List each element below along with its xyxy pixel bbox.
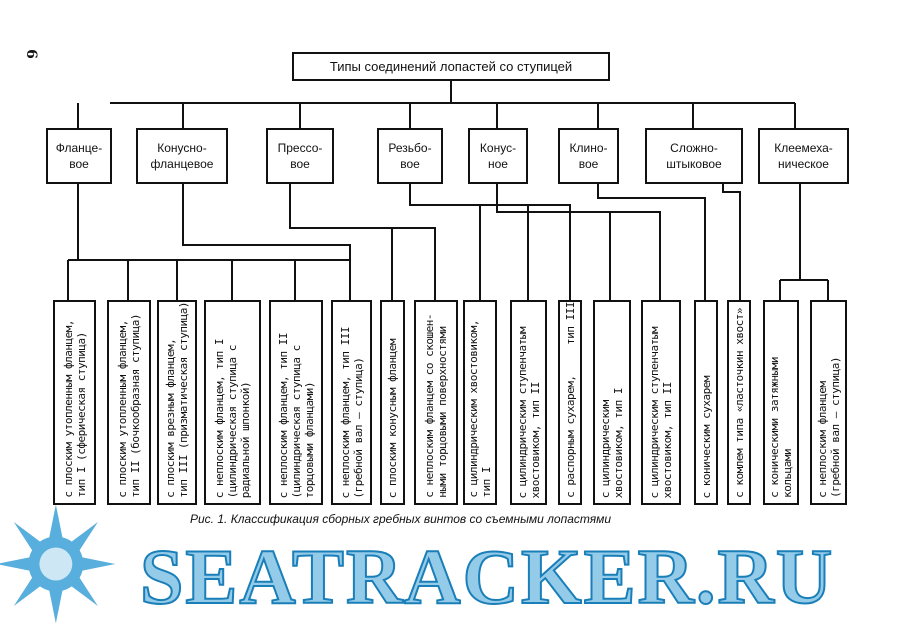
- category-cone-flanged: Конусно- фланцевое: [136, 128, 228, 184]
- subtype-box: с цилиндрическим ступенчатым хвостовиком…: [641, 300, 681, 505]
- subtype-label: с неплоским фланцем, тип I (цилиндрическ…: [213, 338, 252, 498]
- subtype-box: с комлем типа «ласточкин хвост»: [727, 300, 751, 505]
- subtype-box: с цилиндрическим ступенчатым хвостовиком…: [510, 300, 547, 505]
- category-adhesive-mechanical: Клеемеха- ническое: [758, 128, 849, 184]
- subtype-label: с цилиндрическим ступенчатым хвостовиком…: [515, 326, 542, 498]
- subtype-box: с неплоским фланцем, тип II (цилиндричес…: [269, 300, 323, 505]
- category-conical: Конус- ное: [468, 128, 528, 184]
- subtype-label: с плоским врезным фланцем, тип III (приз…: [164, 302, 190, 498]
- subtype-box: с цилиндрическим хвостовиком, тип I: [463, 300, 497, 505]
- watermark-text: SEATRACKER.RU: [139, 533, 835, 620]
- page-number: 6: [22, 49, 39, 59]
- subtype-box: с цилиндрическим хвостовиком, тип I: [593, 300, 631, 505]
- watermark-sun-logo-icon: [0, 504, 116, 624]
- subtype-label: с неплоским фланцем (гребной вал — ступи…: [815, 357, 842, 498]
- subtype-label: с плоским конусным фланцем: [386, 338, 399, 498]
- subtype-box: с неплоским фланцем (гребной вал — ступи…: [810, 300, 847, 505]
- category-press: Прессо- вое: [266, 128, 334, 184]
- subtype-box: с неплоским фланцем, тип I (цилиндрическ…: [204, 300, 261, 505]
- subtype-box: с распорным сухарем, тип III: [558, 300, 582, 505]
- subtype-box: с плоским утопленным фланцем, тип II (бо…: [107, 300, 151, 505]
- subtype-box: с плоским утопленным фланцем, тип I (сфе…: [53, 300, 96, 505]
- subtype-box: с плоским конусным фланцем: [380, 300, 405, 505]
- subtype-label: с цилиндрическим хвостовиком, тип I: [599, 387, 625, 498]
- subtype-label: с коническими затяжными кольцами: [768, 357, 794, 498]
- subtype-box: с неплоским фланцем со скошен- ными торц…: [414, 300, 458, 505]
- subtype-label: с неплоским фланцем со скошен- ными торц…: [423, 314, 449, 498]
- category-bayonet: Сложно- штыковое: [645, 128, 743, 184]
- subtype-label: с неплоским фланцем, тип II (цилиндричес…: [276, 332, 316, 498]
- category-flanged: Фланце- вое: [46, 128, 112, 184]
- figure-caption: Рис. 1. Классификация сборных гребных ви…: [190, 512, 612, 526]
- subtype-label: с неплоским фланцем, тип III (гребной ва…: [338, 326, 365, 498]
- subtype-label: с распорным сухарем, тип III: [563, 302, 577, 498]
- subtype-label: с комлем типа «ласточкин хвост»: [732, 308, 746, 498]
- subtype-box: с коническими затяжными кольцами: [763, 300, 799, 505]
- subtype-label: с плоским утопленным фланцем, тип I (сфе…: [61, 320, 88, 498]
- subtype-box: с неплоским фланцем, тип III (гребной ва…: [331, 300, 372, 505]
- subtype-label: с коническим сухарем: [699, 375, 713, 498]
- subtype-label: с цилиндрическим ступенчатым хвостовиком…: [648, 326, 674, 498]
- subtype-label: с цилиндрическим хвостовиком, тип I: [467, 320, 493, 498]
- subtype-label: с плоским утопленным фланцем, тип II (бо…: [116, 314, 142, 498]
- subtype-box: с коническим сухарем: [694, 300, 718, 505]
- subtype-box: с плоским врезным фланцем, тип III (приз…: [157, 300, 197, 505]
- category-wedge: Клино- вое: [558, 128, 619, 184]
- root-title-box: Типы соединений лопастей со ступицей: [292, 52, 610, 81]
- category-threaded: Резьбо- вое: [377, 128, 443, 184]
